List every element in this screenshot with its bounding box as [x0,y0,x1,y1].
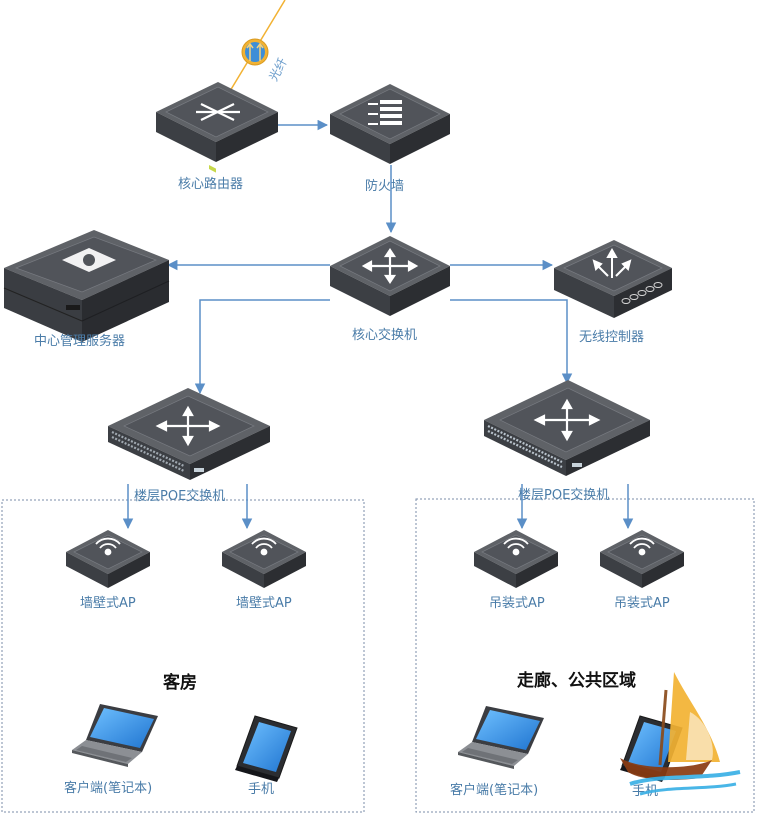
switch-four-arrows-icon [155,405,221,447]
fiber-link: 光纤 [219,0,290,102]
core-router-label: 核心路由器 [178,176,243,192]
floor-poe-switch-left[interactable] [108,388,270,480]
laptop-icon [72,704,158,767]
ap-ceiling-1-label: 吊装式AP [489,596,545,611]
sailboat-watermark-logo [620,672,741,796]
wlc-arrows-icon [592,247,632,278]
switch-four-arrows-icon [361,248,419,284]
ap-wall-2-label: 墙壁式AP [236,596,292,611]
links [122,119,634,530]
phone-left-label: 手机 [248,782,274,797]
zone-guest-room-title: 客房 [162,672,197,693]
wireless-controller[interactable] [554,240,672,318]
zone-corridor-public-title: 走廊、公共区域 [517,670,636,691]
ap-ceiling-1[interactable] [474,530,558,588]
wifi-signal-icon [251,537,277,556]
zone-guest-room [1,499,365,813]
firewall[interactable] [330,84,450,164]
router-cross-arrows-icon [196,103,240,121]
server-gear-icon [62,248,116,272]
link-coreswitch-poe-right [450,299,573,385]
wireless-controller-label: 无线控制器 [579,330,644,345]
central-server-label: 中心管理服务器 [34,333,125,349]
core-router[interactable] [156,82,278,173]
port-grid [111,431,185,472]
floor-poe-switch-right[interactable] [484,380,650,476]
ap-ceiling-2[interactable] [600,530,684,588]
smartphone-icon [235,715,298,782]
ap-wall-2[interactable] [222,530,306,588]
ap-wall-1[interactable] [66,530,150,588]
zone-corridor-public [415,498,755,813]
switch-four-arrows-icon [533,398,601,442]
wifi-signal-icon [503,537,529,556]
port-chain-icon [621,282,663,304]
client-laptop-right-label: 客户端(笔记本) [450,782,538,798]
client-laptop-left-label: 客户端(笔记本) [64,780,152,796]
laptop-left[interactable] [72,704,158,767]
wifi-signal-icon [629,537,655,556]
firewall-label: 防火墙 [365,178,404,194]
laptop-icon [458,706,544,769]
floor-poe-right-label: 楼层POE交换机 [518,487,609,503]
link-coreswitch-poe-left [194,299,330,395]
core-switch[interactable] [330,236,450,316]
ap-wall-1-label: 墙壁式AP [80,596,136,611]
central-management-server[interactable] [3,230,170,342]
wifi-signal-icon [95,537,121,556]
floor-poe-left-label: 楼层POE交换机 [134,488,225,504]
ap-ceiling-2-label: 吊装式AP [614,596,670,611]
phone-left[interactable] [235,715,298,782]
fiber-label: 光纤 [266,56,290,84]
laptop-right[interactable] [458,706,544,769]
core-switch-label: 核心交换机 [352,327,417,343]
firewall-icon [368,100,402,125]
